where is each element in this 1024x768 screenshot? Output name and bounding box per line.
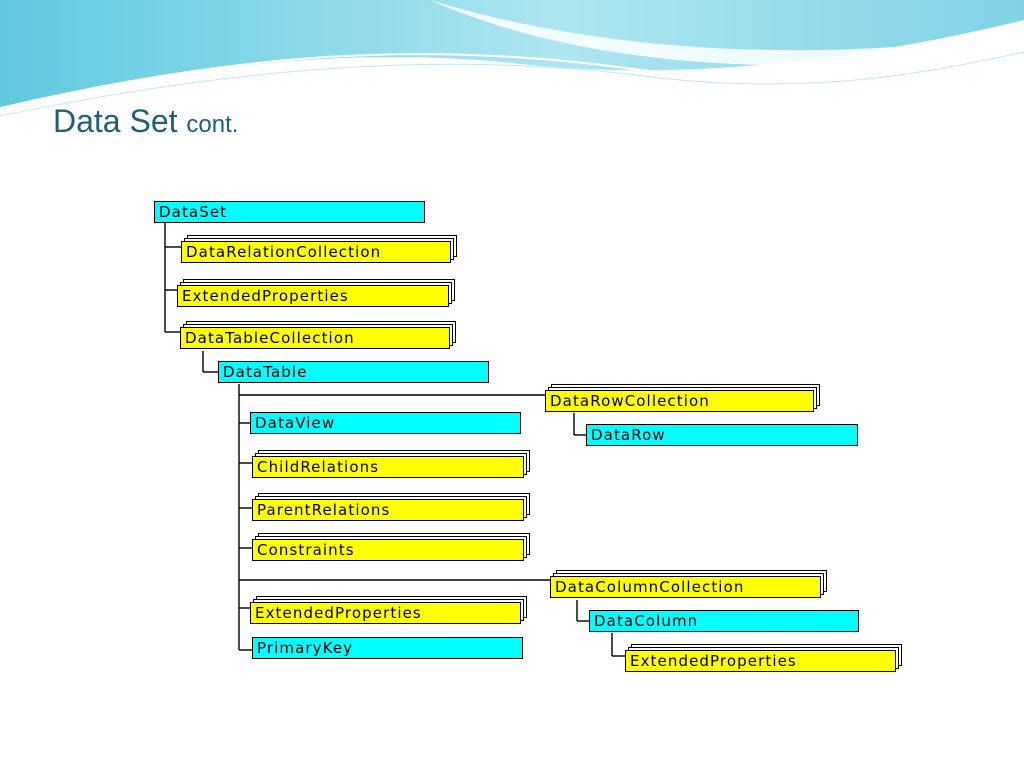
node-data-relation-collection: DataRelationCollection [181, 241, 451, 263]
node-data-table: DataTable [218, 361, 489, 383]
node-extended-properties-table: ExtendedProperties [250, 602, 521, 624]
node-data-table-collection: DataTableCollection [180, 327, 450, 349]
node-constraints: Constraints [252, 539, 524, 561]
node-extended-properties-dataset: ExtendedProperties [177, 285, 449, 307]
node-dataset: DataSet [154, 201, 425, 223]
node-primary-key: PrimaryKey [252, 637, 523, 659]
node-extended-properties-column: ExtendedProperties [625, 650, 896, 672]
node-data-row-collection: DataRowCollection [545, 390, 814, 412]
node-data-column-collection: DataColumnCollection [550, 576, 821, 598]
node-data-column: DataColumn [589, 610, 859, 632]
slide-title: Data Set cont. [53, 102, 238, 140]
node-data-view: DataView [250, 412, 521, 434]
node-child-relations: ChildRelations [252, 456, 524, 478]
slide-title-sub: cont. [186, 111, 239, 138]
header-wave-decoration [0, 0, 1024, 117]
slide-title-main: Data Set [53, 103, 178, 139]
node-parent-relations: ParentRelations [252, 499, 524, 521]
node-data-row: DataRow [586, 424, 858, 446]
